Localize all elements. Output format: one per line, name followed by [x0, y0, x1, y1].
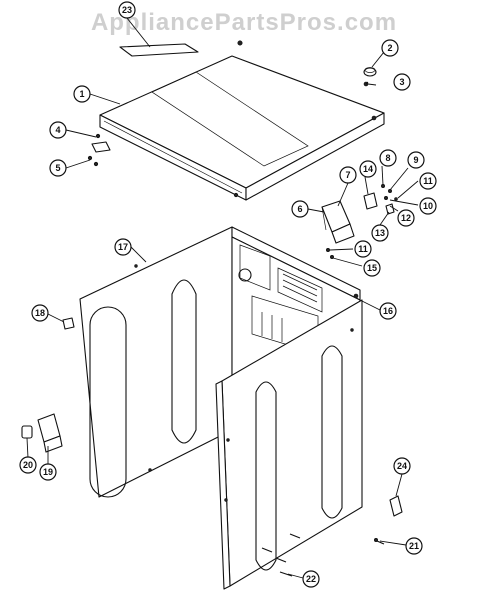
- callout-label: 11: [423, 176, 433, 186]
- callout-label: 3: [399, 77, 404, 87]
- callout-label: 24: [397, 461, 407, 471]
- callout-5: 5: [49, 159, 67, 177]
- part-3-screw: [363, 81, 377, 87]
- callout-13: 13: [371, 224, 389, 242]
- callout-label: 16: [383, 306, 393, 316]
- callout-8: 8: [379, 149, 397, 167]
- callout-6: 6: [291, 200, 309, 218]
- callout-label: 7: [345, 170, 350, 180]
- part-16-front-panel: [215, 299, 363, 590]
- callout-label: 21: [409, 541, 419, 551]
- callout-4: 4: [49, 121, 67, 139]
- part-17-cabinet: [79, 226, 361, 498]
- leader-lines: [26, 17, 419, 579]
- callout-14: 14: [359, 160, 377, 178]
- part-14-switch: [363, 192, 378, 210]
- callout-19: 19: [39, 463, 57, 481]
- callout-22: 22: [302, 570, 320, 588]
- part-23-panel: [119, 43, 199, 57]
- callout-label: 12: [401, 213, 411, 223]
- callout-label: 2: [387, 43, 392, 53]
- callout-16: 16: [379, 302, 397, 320]
- callout-23: 23: [118, 1, 136, 19]
- callout-12: 12: [397, 209, 415, 227]
- part-21-screw: [373, 537, 385, 545]
- callout-label: 22: [306, 574, 316, 584]
- parts-8-13-hardware: [380, 184, 398, 215]
- callout-label: 4: [55, 125, 60, 135]
- callout-2: 2: [381, 39, 399, 57]
- watermark-text: AppliancePartsPros.com: [91, 9, 397, 36]
- callout-label: 19: [43, 467, 53, 477]
- callout-label: 20: [23, 460, 33, 470]
- callout-label: 6: [297, 204, 302, 214]
- callout-label: 18: [35, 308, 45, 318]
- callout-1: 1: [73, 85, 91, 103]
- callout-label: 9: [413, 155, 418, 165]
- callout-label: 8: [385, 153, 390, 163]
- part-19-bracket: [37, 413, 63, 453]
- callout-11-upper: 11: [419, 172, 437, 190]
- part-5-screws: [87, 155, 99, 167]
- part-7-bracket: [321, 200, 355, 244]
- part-22-screws: [261, 533, 301, 577]
- callout-label: 17: [118, 242, 128, 252]
- part-11-15-screws: [325, 248, 334, 260]
- part-24-strip: [389, 495, 403, 517]
- callout-24: 24: [393, 457, 411, 475]
- part-18-clip: [62, 317, 75, 330]
- callout-21: 21: [405, 537, 423, 555]
- callout-18: 18: [31, 304, 49, 322]
- callout-15: 15: [363, 259, 381, 277]
- callout-label: 10: [423, 201, 433, 211]
- callout-label: 14: [363, 164, 373, 174]
- callout-label: 1: [79, 89, 84, 99]
- callout-label: 5: [55, 163, 60, 173]
- part-20-plug: [21, 425, 33, 439]
- part-1-top-cover: [99, 40, 385, 201]
- callout-label: 13: [375, 228, 385, 238]
- callout-20: 20: [19, 456, 37, 474]
- callout-17: 17: [114, 238, 132, 256]
- callout-10: 10: [419, 197, 437, 215]
- callout-label: 15: [367, 263, 377, 273]
- callout-9: 9: [407, 151, 425, 169]
- callout-label: 23: [122, 5, 132, 15]
- callout-label: 11: [358, 244, 368, 254]
- part-2-knob: [363, 67, 377, 77]
- callout-11-lower: 11: [354, 240, 372, 258]
- part-4-clip: [91, 133, 111, 153]
- callout-3: 3: [393, 73, 411, 91]
- callout-7: 7: [339, 166, 357, 184]
